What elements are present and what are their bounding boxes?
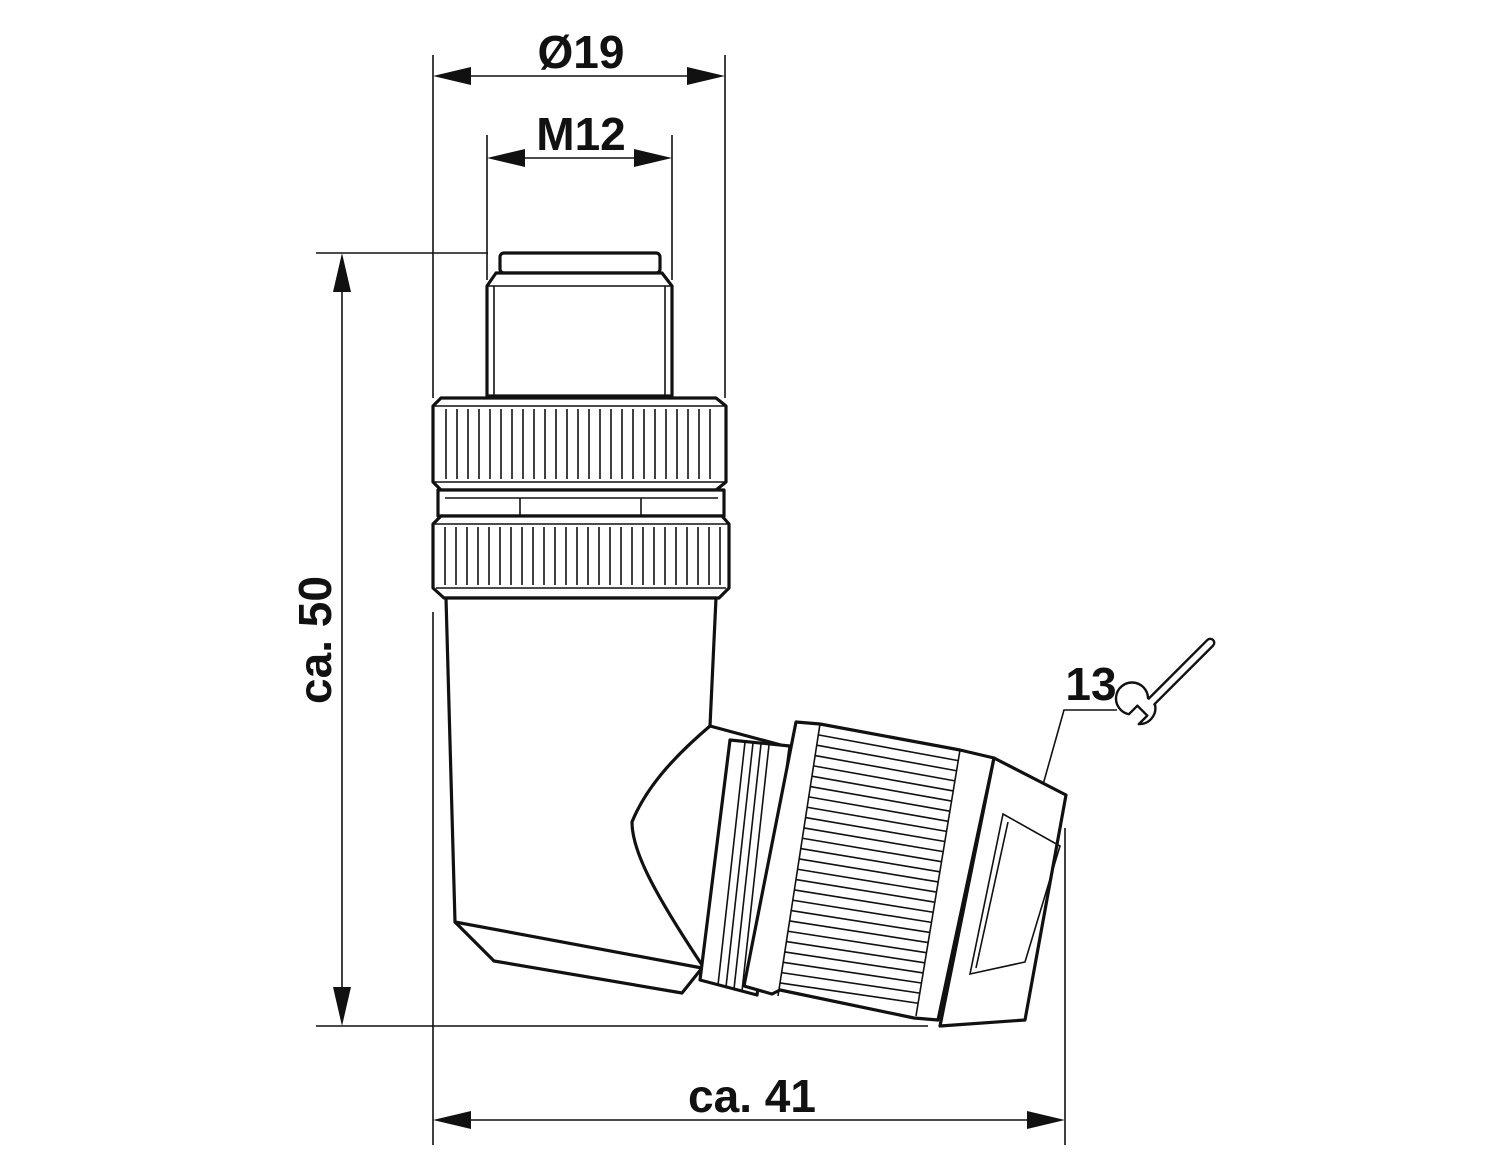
knurl-line [797,868,937,893]
outer-diameter-label: Ø19 [538,26,625,78]
knurl-line [789,920,929,944]
knurl-line [800,847,940,873]
knurl-line [808,796,949,823]
dimension-height: ca. 50 [289,252,928,1027]
knurl-line [787,930,927,954]
wrench-size-label: 13 [1065,658,1116,710]
knurl-line [791,909,930,934]
knurl-line [794,889,934,914]
thread-label: M12 [536,108,625,160]
height-label: ca. 50 [289,576,341,704]
dimension-thread: M12 [486,108,673,280]
knurl-line [813,765,954,792]
knurled-ring-lower [431,514,731,600]
knurl-line [779,982,919,1005]
knurl-line [803,827,944,853]
knurl-line [799,858,939,883]
knurl-line [802,837,942,863]
knurl-line [786,940,925,964]
knurl-line [816,744,957,772]
collar [436,488,726,518]
knurl-line [781,971,920,994]
knurl-line [792,899,932,924]
width-label: ca. 41 [688,1070,816,1122]
knurl-line [811,775,952,802]
knurl-line [795,878,935,903]
coupling-nut-upper [431,396,728,492]
connector-pin [485,251,674,398]
dimension-width: ca. 41 [432,612,1066,1145]
dimension-outer-diameter: Ø19 [432,26,726,398]
knurl-line [807,806,947,833]
knurl-line [783,961,922,984]
knurl-line [814,754,956,782]
cable-gland [698,720,1068,1028]
knurl-line [810,785,951,812]
knurl-line [805,816,945,843]
knurl-line [818,734,959,762]
knurl-line [784,951,924,974]
wrench-icon [1114,637,1216,726]
